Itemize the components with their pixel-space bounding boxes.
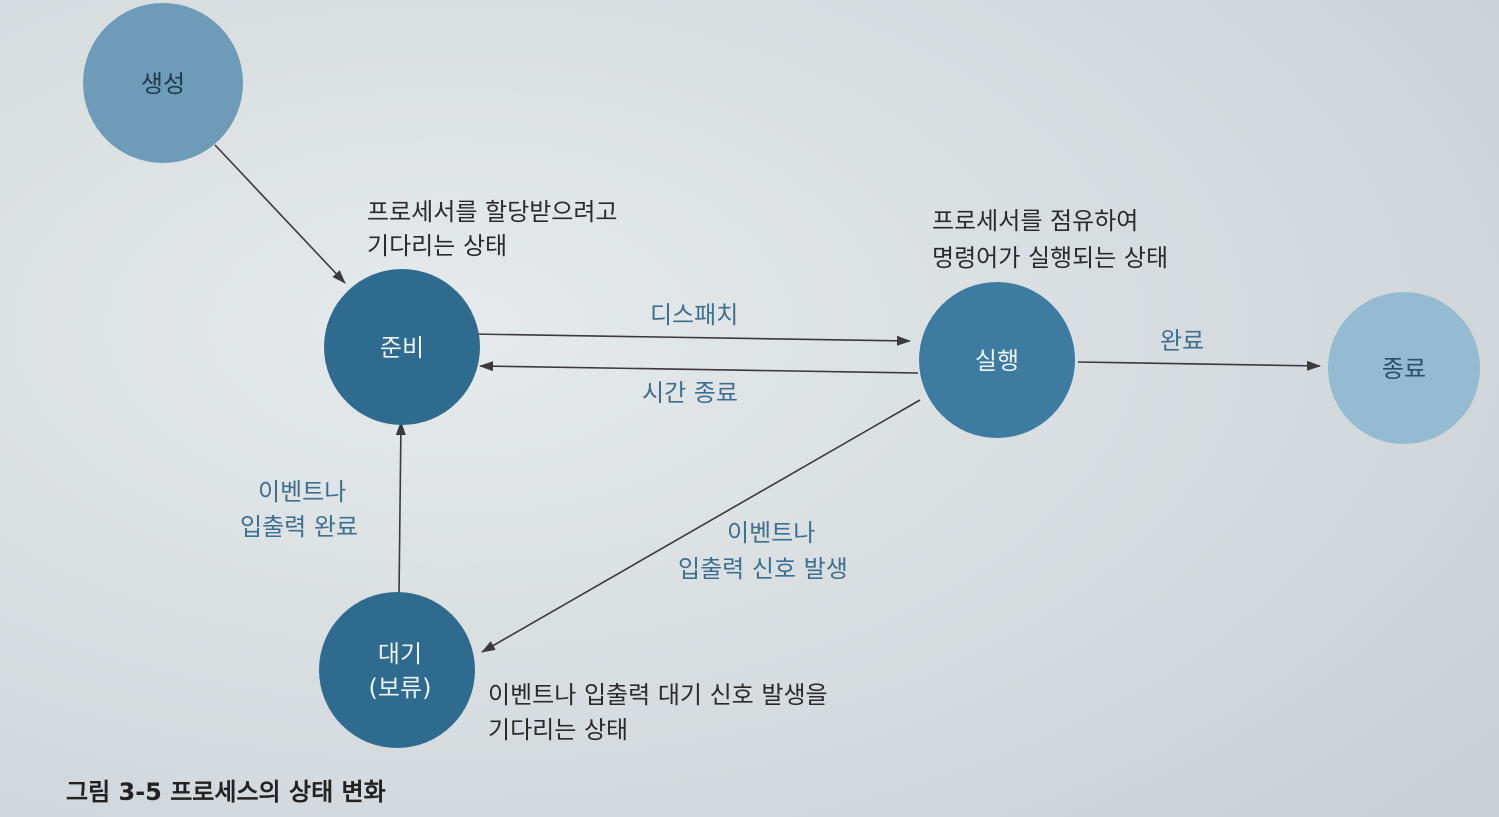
- io-complete-label-2: 입출력 완료: [240, 513, 358, 541]
- node-waiting-label-1: 대기: [378, 640, 422, 668]
- ready-description-2: 기다리는 상태: [367, 232, 507, 260]
- node-create-label: 생성: [141, 70, 185, 98]
- dispatch-label: 디스패치: [650, 301, 738, 329]
- edge-io-complete: [395, 421, 406, 596]
- waiting-description-2: 기다리는 상태: [488, 716, 628, 744]
- edge-io-wait: [481, 399, 921, 653]
- edge-dispatch: [469, 333, 911, 346]
- complete-label: 완료: [1160, 327, 1204, 355]
- node-terminated: 종료: [1328, 292, 1480, 444]
- io-complete-label-1: 이벤트나: [258, 478, 346, 506]
- waiting-description-1: 이벤트나 입출력 대기 신호 발생을: [488, 681, 828, 709]
- figure-caption: 그림 3-5 프로세스의 상태 변화: [66, 778, 386, 806]
- edge-complete: [1077, 360, 1321, 371]
- timeout-label: 시간 종료: [642, 379, 738, 407]
- node-running-label: 실행: [975, 347, 1019, 375]
- ready-description-1: 프로세서를 할당받으려고: [367, 198, 618, 226]
- edge-timeout: [479, 361, 919, 374]
- running-description-1: 프로세서를 점유하여: [932, 207, 1138, 235]
- node-ready: 준비: [324, 269, 480, 425]
- node-waiting-label-2: (보류): [369, 674, 432, 702]
- node-terminated-label: 종료: [1382, 355, 1426, 383]
- node-waiting: 대기 (보류): [319, 592, 475, 748]
- running-description-2: 명령어가 실행되는 상태: [932, 244, 1168, 272]
- edge-create-to-ready: [214, 144, 346, 284]
- node-running: 실행: [919, 282, 1075, 438]
- io-wait-label-1: 이벤트나: [727, 519, 815, 547]
- node-create: 생성: [83, 3, 243, 163]
- io-wait-label-2: 입출력 신호 발생: [678, 555, 848, 583]
- node-ready-label: 준비: [380, 334, 424, 362]
